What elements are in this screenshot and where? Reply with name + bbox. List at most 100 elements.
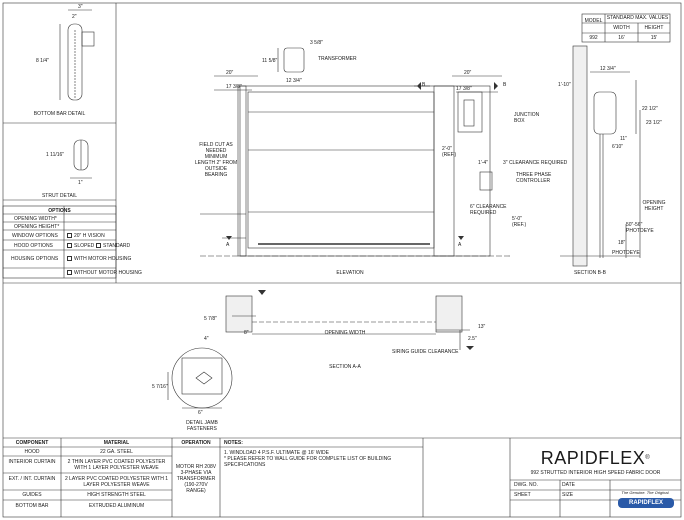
table-row-material: 2 LAYER PVC COATED POLYESTER WITH 1 LAYE… [64, 476, 169, 488]
spec-width: 16' [618, 35, 625, 41]
elev-marker-b-left: B [422, 82, 426, 88]
table-row-component: HOOD [24, 449, 40, 455]
options-housing-without[interactable]: WITHOUT MOTOR HOUSING [67, 270, 142, 276]
rapidflex-logo: RAPIDFLEX [618, 498, 674, 508]
bottom-bar-title: BOTTOM BAR DETAIL [33, 111, 86, 117]
bb-title: SECTION B-B [574, 270, 606, 276]
spec-col-standard: STANDARD MAX. VALUES [606, 15, 669, 21]
elev-marker-b-right: B [503, 82, 507, 88]
jamb-dim-5716: 5 7/16" [152, 384, 168, 390]
bottom-bar-dim-top: 3" [78, 4, 83, 10]
title-tagline: The Genuine. The Original. [621, 490, 670, 495]
jamb-dim-6: 6" [198, 410, 203, 416]
window-checkbox[interactable] [67, 233, 72, 239]
aa-dim-8: 8" [244, 330, 249, 336]
strut-title: STRUT DETAIL [41, 193, 78, 199]
jamb-dim-4: 4" [204, 336, 209, 342]
options-window-choice[interactable]: 20" H VISION [67, 233, 105, 239]
elev-dim-1158: 11 5/8" [262, 58, 278, 64]
options-housing-with[interactable]: WITH MOTOR HOUSING [67, 256, 131, 262]
elev-marker-a-right: A [458, 242, 462, 248]
title-size: SIZE [562, 492, 574, 498]
elev-clearance-3: 3" CLEARANCE REQUIRED [503, 160, 568, 166]
elev-ref-50: 5'-0" (REF.) [512, 216, 527, 228]
comp-header-notes: NOTES: [224, 440, 243, 446]
table-row-material: EXTRUDED ALUMINUM [88, 503, 145, 509]
bb-dim-610: 6'10" [612, 144, 624, 150]
elev-marker-a-left: A [226, 242, 230, 248]
comp-note-1: 1. WINDLOAD 4 P.S.F. ULTIMATE @ 16' WIDE [224, 450, 329, 456]
title-brand: RAPIDFLEX® [540, 448, 651, 468]
aa-dim-13: 13" [478, 324, 486, 330]
title-date: DATE [562, 482, 575, 488]
bb-dim-110: 1'-10" [558, 82, 571, 88]
elev-title: ELEVATION [336, 270, 364, 276]
options-hood-label: HOOD OPTIONS [14, 243, 53, 249]
comp-header-material: MATERIAL [103, 440, 130, 446]
options-title: OPTIONS [48, 208, 71, 214]
aa-title: SECTION A-A [329, 364, 361, 370]
aa-dim-25: 2.5" [468, 336, 477, 342]
title-subtitle: 992 STRUTTED INTERIOR HIGH SPEED FABRIC … [530, 470, 661, 476]
strut-dim-h: 1 11/16" [46, 152, 65, 158]
housing-without-checkbox[interactable] [67, 270, 72, 276]
options-housing-label: HOUSING OPTIONS [11, 256, 59, 262]
aa-dim-578: 5 7/8" [204, 316, 217, 322]
bb-dim-18: 18" [618, 240, 626, 246]
spec-col-model: MODEL [584, 18, 603, 24]
table-row-component: INTERIOR CURTAIN [8, 459, 56, 465]
elev-dim-114: 1'-4" [478, 160, 488, 166]
spec-height: 15' [650, 35, 658, 41]
table-row-component: BOTTOM BAR [15, 503, 49, 509]
comp-note-2: * PLEASE REFER TO WALL GUIDE FOR COMPLET… [224, 456, 392, 468]
elev-dim-1234: 12 3/4" [286, 78, 302, 84]
table-row-material: 2 THIN LAYER PVC COATED POLYESTER WITH 1… [67, 459, 166, 471]
elev-dim-358: 3 5/8" [310, 40, 323, 46]
title-dwg-no: DWG. NO. [514, 482, 538, 488]
elev-junction-box: JUNCTION BOX [514, 112, 540, 124]
table-row-material: 22 GA. STEEL [100, 449, 133, 455]
elev-field-cut: FIELD CUT AS NEEDED MINIMUM LENGTH 2" FR… [194, 142, 238, 178]
bb-dim-1234: 12 3/4" [600, 66, 616, 72]
bb-dim-11: 11" [620, 136, 627, 142]
table-row-material: HIGH STRENGTH STEEL [87, 492, 146, 498]
options-hood-sloped[interactable]: SLOPED [67, 243, 94, 249]
spec-model: 992 [589, 35, 598, 41]
bb-photoeye-dim: 50"-56" PHOTOEYE [626, 222, 654, 234]
hood-sloped-checkbox[interactable] [67, 243, 72, 249]
elev-three-phase: THREE PHASE CONTROLLER [516, 172, 552, 184]
spec-col-width: WIDTH [613, 25, 630, 31]
hood-standard-checkbox[interactable] [96, 243, 101, 249]
options-window-label: WINDOW OPTIONS [12, 233, 58, 239]
housing-with-checkbox[interactable] [67, 256, 72, 262]
options-opening-height: OPENING HEIGHT* [14, 224, 60, 230]
bb-opening-height: OPENING HEIGHT [642, 200, 666, 212]
elev-clearance-6: 6" CLEARANCE REQUIRED [470, 204, 507, 216]
elev-dim-20-right: 20" [464, 70, 472, 76]
elev-ref-20: 2'-0" (REF.) [442, 146, 457, 158]
comp-header-operation: OPERATION [181, 440, 211, 446]
comp-header-component: COMPONENT [15, 440, 49, 446]
table-row-component: EXT. / INT. CURTAIN [8, 476, 56, 482]
options-hood-standard[interactable]: STANDARD [96, 243, 130, 249]
elev-dim-1738-left: 17 3/8" [226, 84, 242, 90]
aa-clearance: SIRING GUIDE CLEARANCE [392, 349, 459, 355]
bottom-bar-dim-inner: 2" [72, 14, 77, 20]
elev-dim-20-left: 20" [226, 70, 234, 76]
strut-dim-w: 1" [78, 180, 83, 186]
jamb-title: DETAIL JAMB FASTENERS [186, 420, 218, 432]
title-sheet: SHEET [514, 492, 531, 498]
table-row-component: GUIDES [22, 492, 42, 498]
elev-dim-1738-right: 17 3/8" [456, 86, 472, 92]
comp-operation: MOTOR RH 208V 3-PHASE VIA TRANSFORMER (1… [175, 464, 217, 494]
bb-photoeye: PHOTOEYE [612, 250, 640, 256]
options-opening-width: OPENING WIDTH* [14, 216, 57, 222]
aa-opening-width: OPENING WIDTH [324, 330, 366, 336]
bb-dim-2212: 22 1/2" [642, 106, 658, 112]
bb-dim-2312: 23 1/2" [646, 120, 662, 126]
elev-transformer: TRANSFORMER [318, 56, 357, 62]
spec-col-height: HEIGHT [644, 25, 664, 31]
bottom-bar-dim-side: 8 1/4" [36, 58, 49, 64]
